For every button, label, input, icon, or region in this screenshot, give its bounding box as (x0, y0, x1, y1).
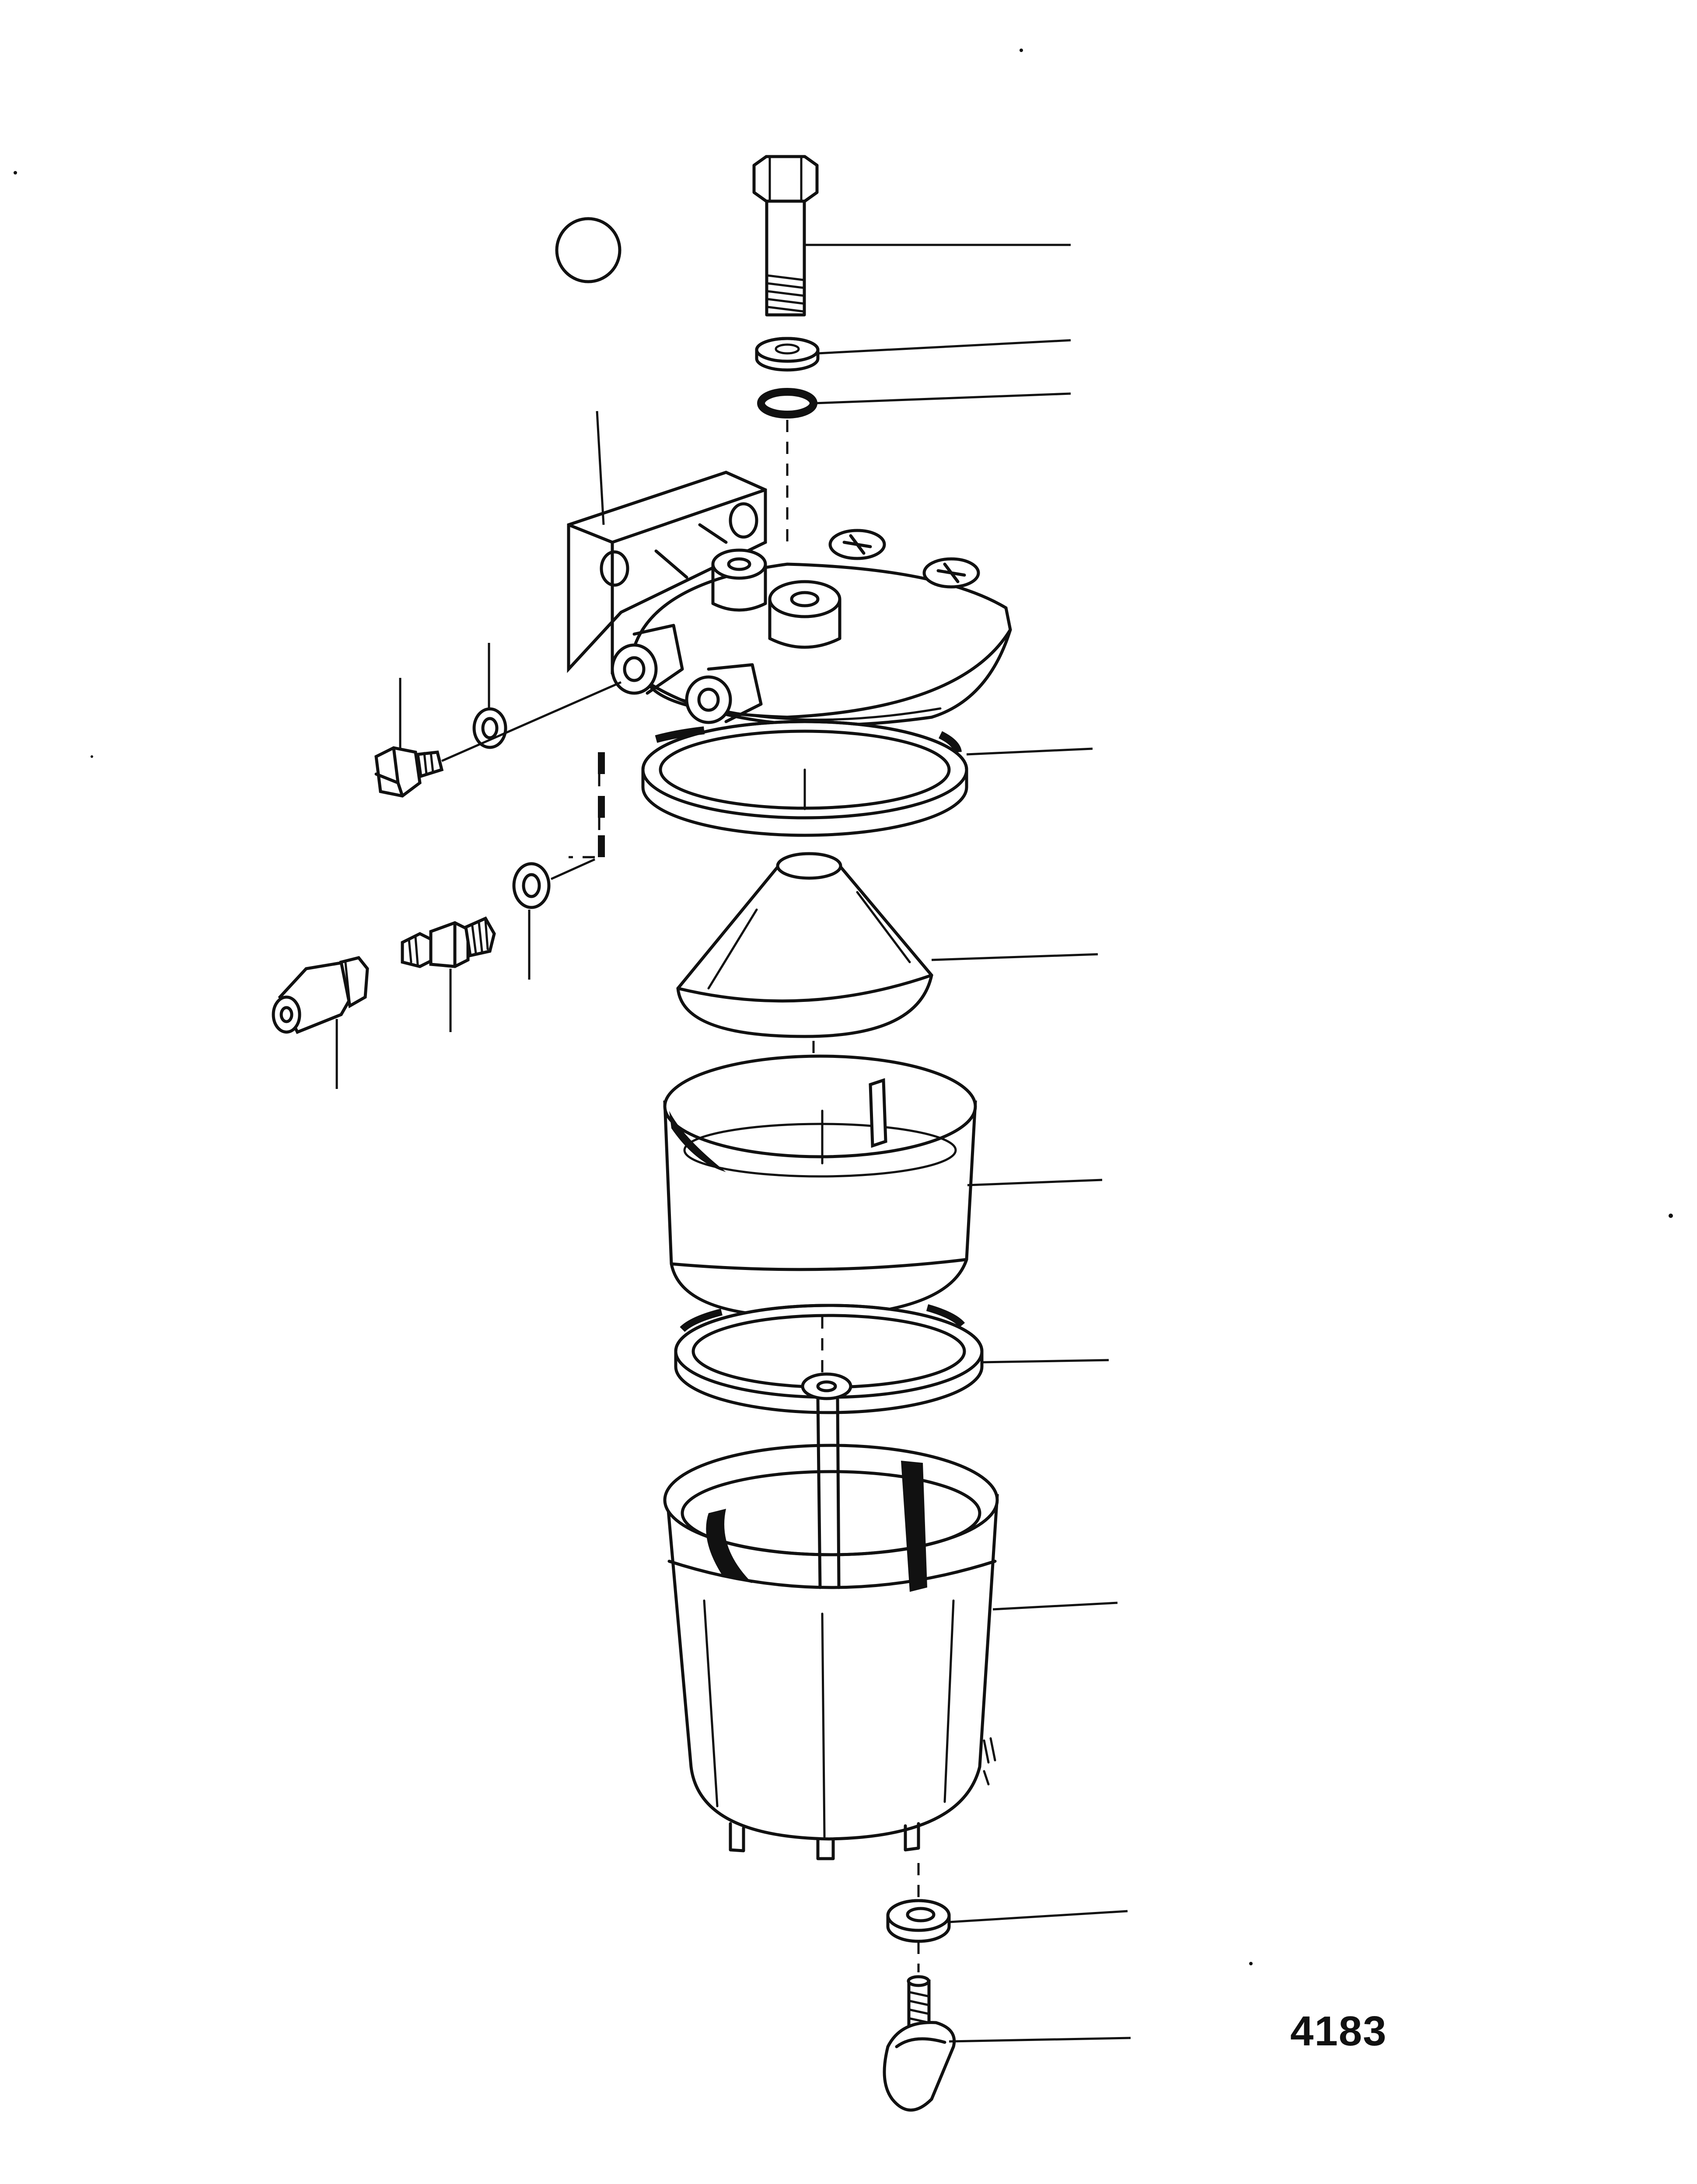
port-front (685, 663, 763, 724)
wing-screw-icon (883, 1975, 956, 2112)
boss-top-right (828, 529, 886, 560)
boss-center (768, 580, 842, 649)
leader-filter-cup (967, 1179, 1103, 1186)
threaded-nipple-icon (401, 916, 496, 968)
leader-gasket-head (966, 747, 1093, 756)
boss-left (711, 548, 767, 612)
leader-cone (931, 953, 1098, 961)
filter-cup-icon (663, 1054, 977, 1319)
filter-bowl-icon (663, 1398, 999, 1860)
leader-washer-top (817, 339, 1071, 355)
baffle-cone-icon (676, 852, 933, 1038)
link-washer-nipple (550, 858, 596, 880)
filter-head-icon (567, 471, 1012, 727)
cap-nut-icon (272, 956, 369, 1034)
port-left (611, 624, 684, 695)
leader-filter-head (596, 411, 605, 525)
sealing-washer-icon (886, 1899, 951, 1943)
gasket-ring-icon (641, 720, 968, 837)
leader-drain-screw (949, 2037, 1131, 2043)
figure-number: 4183 (1290, 2008, 1387, 2055)
gasket-ring-icon (674, 1304, 984, 1414)
link-plug-to-port (441, 681, 622, 762)
sealing-washer-icon (472, 707, 507, 749)
hex-plug-icon (374, 746, 444, 798)
leader-washer-drain (949, 1910, 1128, 1923)
reference-circle (555, 217, 622, 283)
flow-connector (569, 752, 601, 858)
hex-bolt-icon (752, 155, 819, 317)
sealing-washer-icon (512, 862, 551, 909)
leader-gasket-bowl (981, 1359, 1109, 1364)
flat-washer-icon (755, 337, 820, 372)
leader-bowl (992, 1601, 1118, 1611)
scan-specks (14, 49, 1673, 1965)
leader-o-ring-top (814, 392, 1071, 405)
boss-right (922, 557, 980, 589)
o-ring-icon (757, 388, 817, 419)
